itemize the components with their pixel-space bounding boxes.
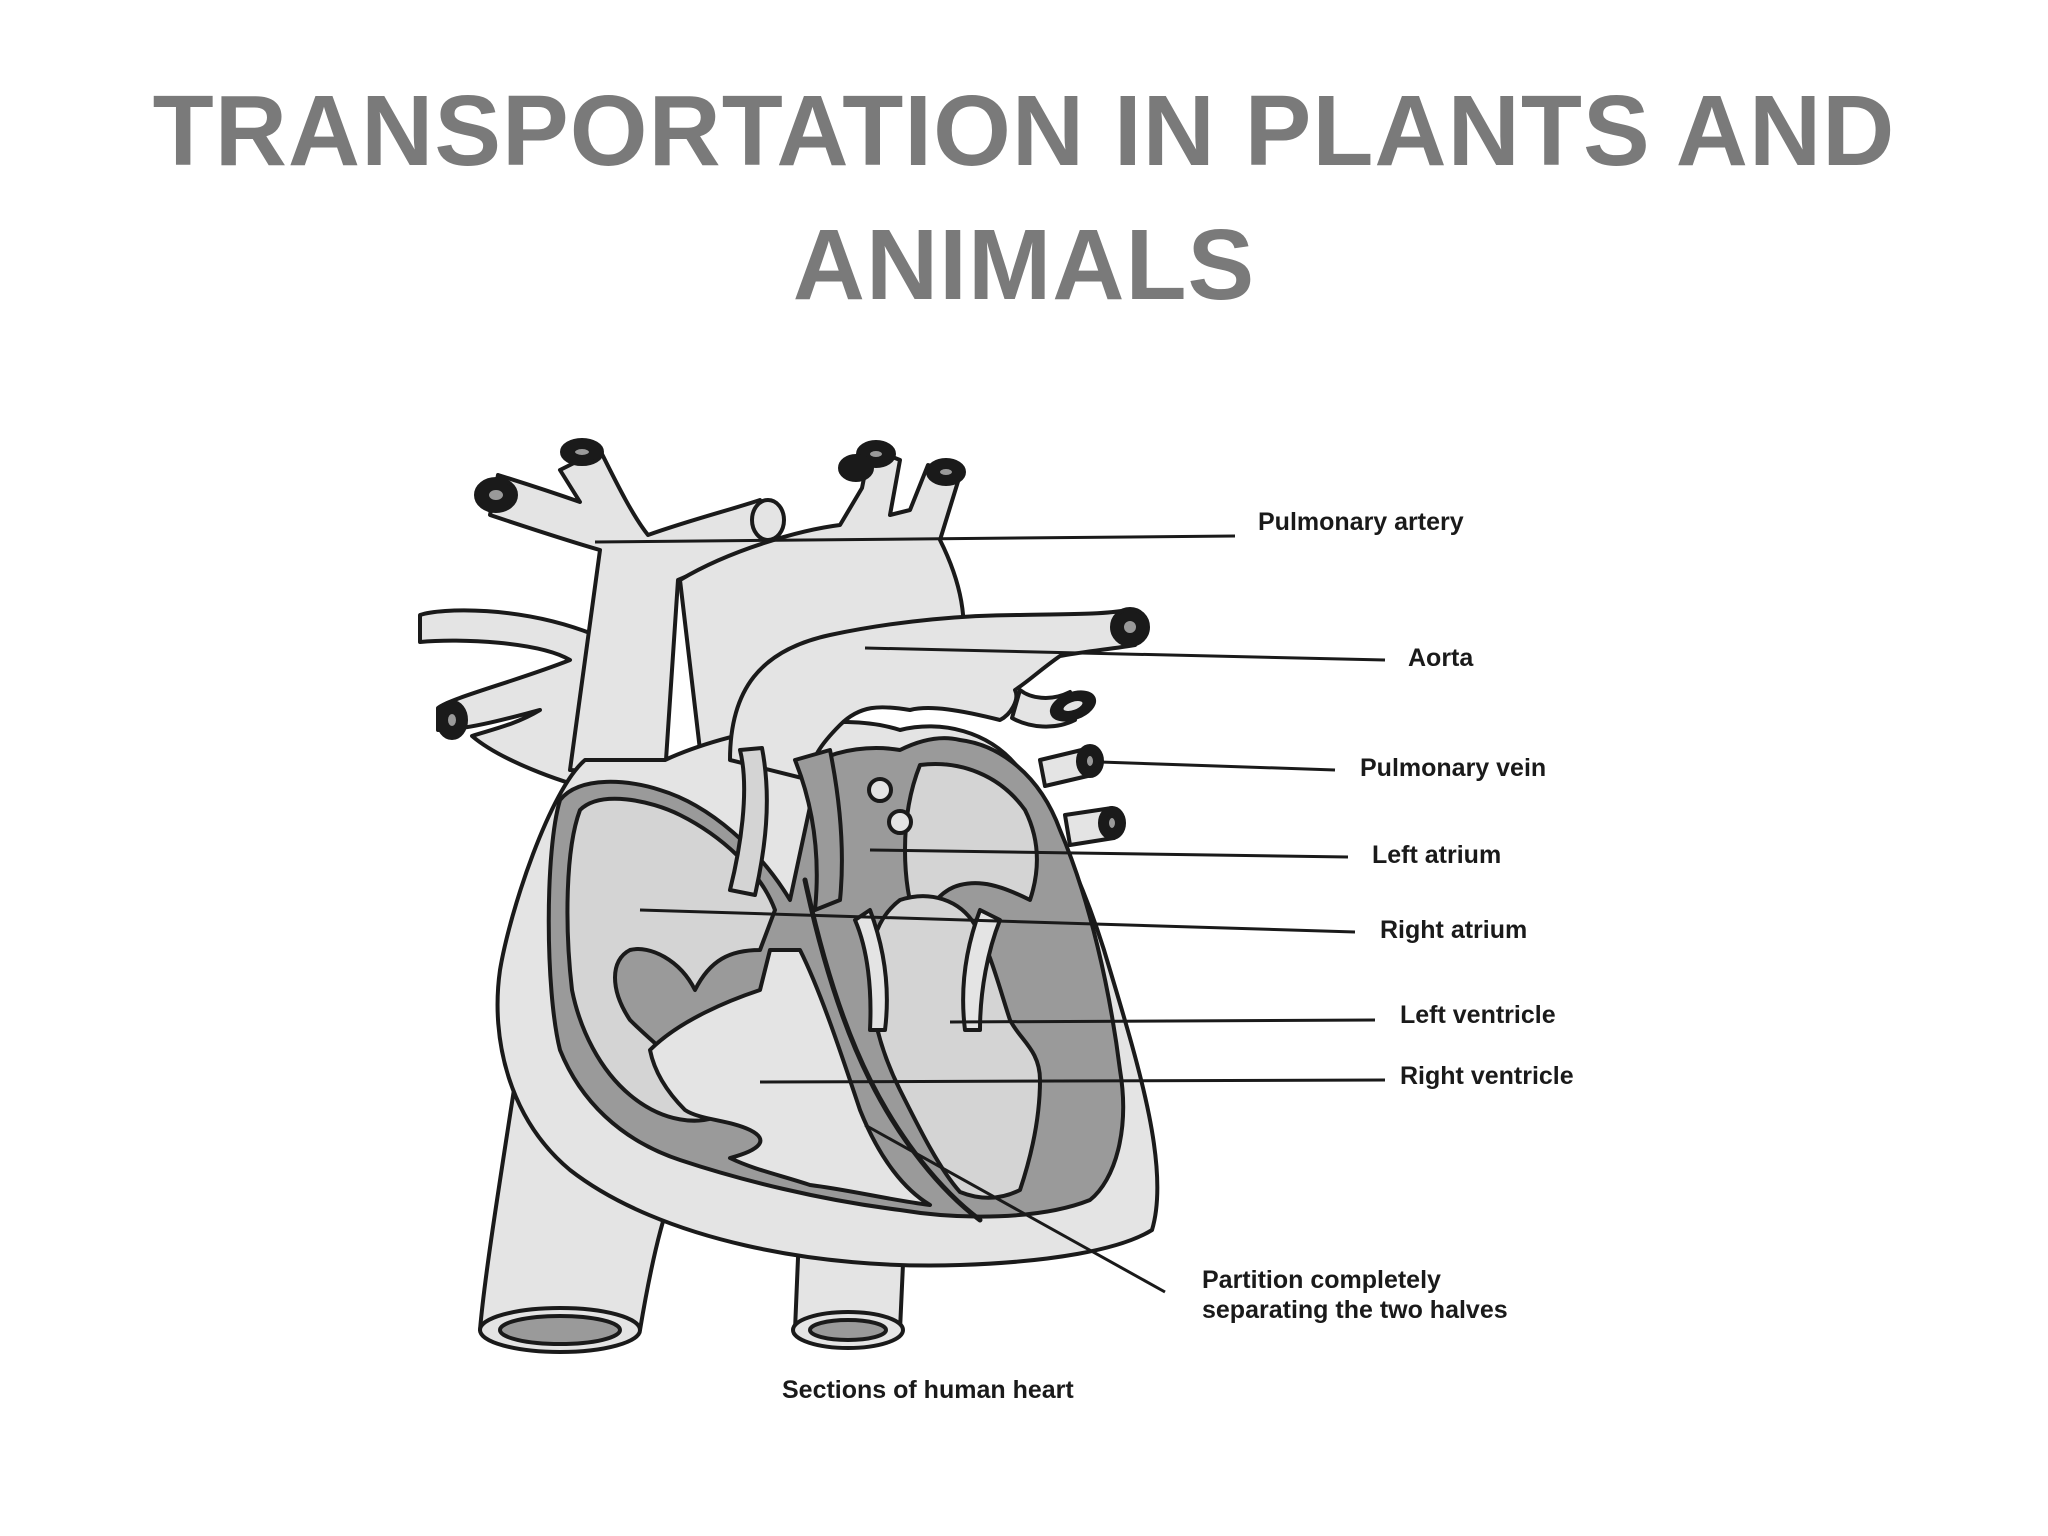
label-pulmonary-artery: Pulmonary artery xyxy=(1258,508,1464,536)
leader-left-atrium xyxy=(869,848,1349,859)
leader-partition xyxy=(864,1123,1166,1294)
label-partition-line-1: Partition completely xyxy=(1202,1266,1441,1294)
leader-aorta xyxy=(864,646,1386,662)
heart-illustration: Pulmonary artery Aorta Pulmonary vein Le… xyxy=(418,438,1574,1404)
label-right-ventricle: Right ventricle xyxy=(1400,1062,1574,1090)
interventricular-septum xyxy=(802,877,983,1223)
leader-right-ventricle xyxy=(759,1078,1386,1084)
leader-left-ventricle xyxy=(949,1018,1376,1024)
label-left-ventricle: Left ventricle xyxy=(1400,1001,1556,1029)
valve-leaflet-right xyxy=(961,908,1002,1032)
slide-title: TRANSPORTATION IN PLANTS AND ANIMALS xyxy=(0,64,2048,332)
labels: Pulmonary artery Aorta Pulmonary vein Le… xyxy=(782,508,1574,1404)
leader-lines xyxy=(594,534,1386,1294)
leader-pulmonary-vein xyxy=(1099,760,1336,772)
title-line-1: TRANSPORTATION IN PLANTS AND xyxy=(152,75,1896,187)
label-partition-line-2: separating the two halves xyxy=(1202,1296,1508,1324)
atrial-partition xyxy=(793,748,844,912)
heart-diagram: Pulmonary artery Aorta Pulmonary vein Le… xyxy=(400,430,1700,1430)
diagram-caption: Sections of human heart xyxy=(782,1376,1074,1404)
leader-pulmonary-artery xyxy=(594,534,1236,544)
title-line-2: ANIMALS xyxy=(792,209,1256,321)
label-pulmonary-vein: Pulmonary vein xyxy=(1360,754,1546,782)
label-left-atrium: Left atrium xyxy=(1372,841,1501,869)
label-right-atrium: Right atrium xyxy=(1380,916,1527,944)
left-branch-vessels xyxy=(418,608,597,792)
valve-leaflet-left xyxy=(853,908,889,1032)
right-ventricle-chamber xyxy=(648,948,932,1207)
label-aorta: Aorta xyxy=(1408,644,1474,672)
leader-right-atrium xyxy=(639,908,1356,934)
